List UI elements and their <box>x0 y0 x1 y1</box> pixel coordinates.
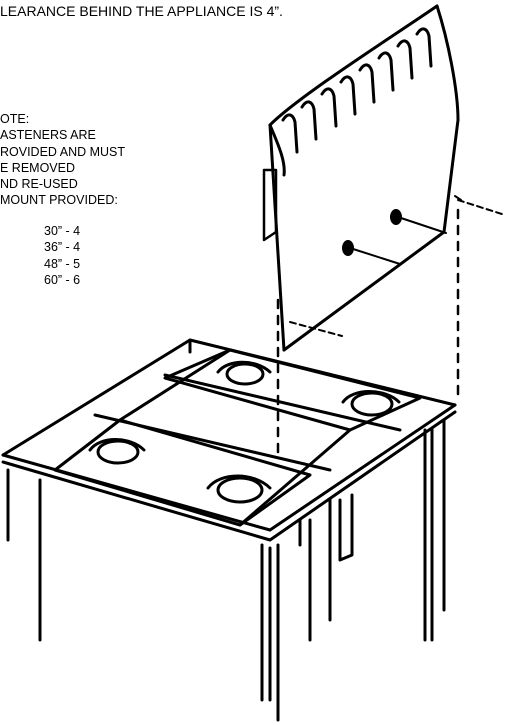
quantity-line: 60” - 6 <box>44 273 81 287</box>
note-line: ROVIDED AND MUST <box>0 145 126 159</box>
fasteners <box>289 195 506 337</box>
note-line: ND RE-USED <box>0 177 78 191</box>
burner-grates <box>53 348 422 527</box>
quantity-line: 48” - 5 <box>44 257 81 271</box>
note-line: E REMOVED <box>0 161 76 175</box>
side-bracket <box>262 168 278 242</box>
range-body <box>6 418 446 722</box>
note-line: MOUNT PROVIDED: <box>0 193 118 207</box>
backsplash-panel <box>268 4 460 352</box>
alignment-lines <box>276 208 460 462</box>
clearance-heading: LEARANCE BEHIND THE APPLIANCE IS 4”. <box>0 3 283 19</box>
note-line: OTE: <box>0 112 30 126</box>
note-line: ASTENERS ARE <box>0 128 96 142</box>
burners <box>88 360 401 504</box>
backsplash-hooks <box>281 27 433 154</box>
quantity-line: 36” - 4 <box>44 240 81 254</box>
quantity-line: 30” - 4 <box>44 224 81 238</box>
